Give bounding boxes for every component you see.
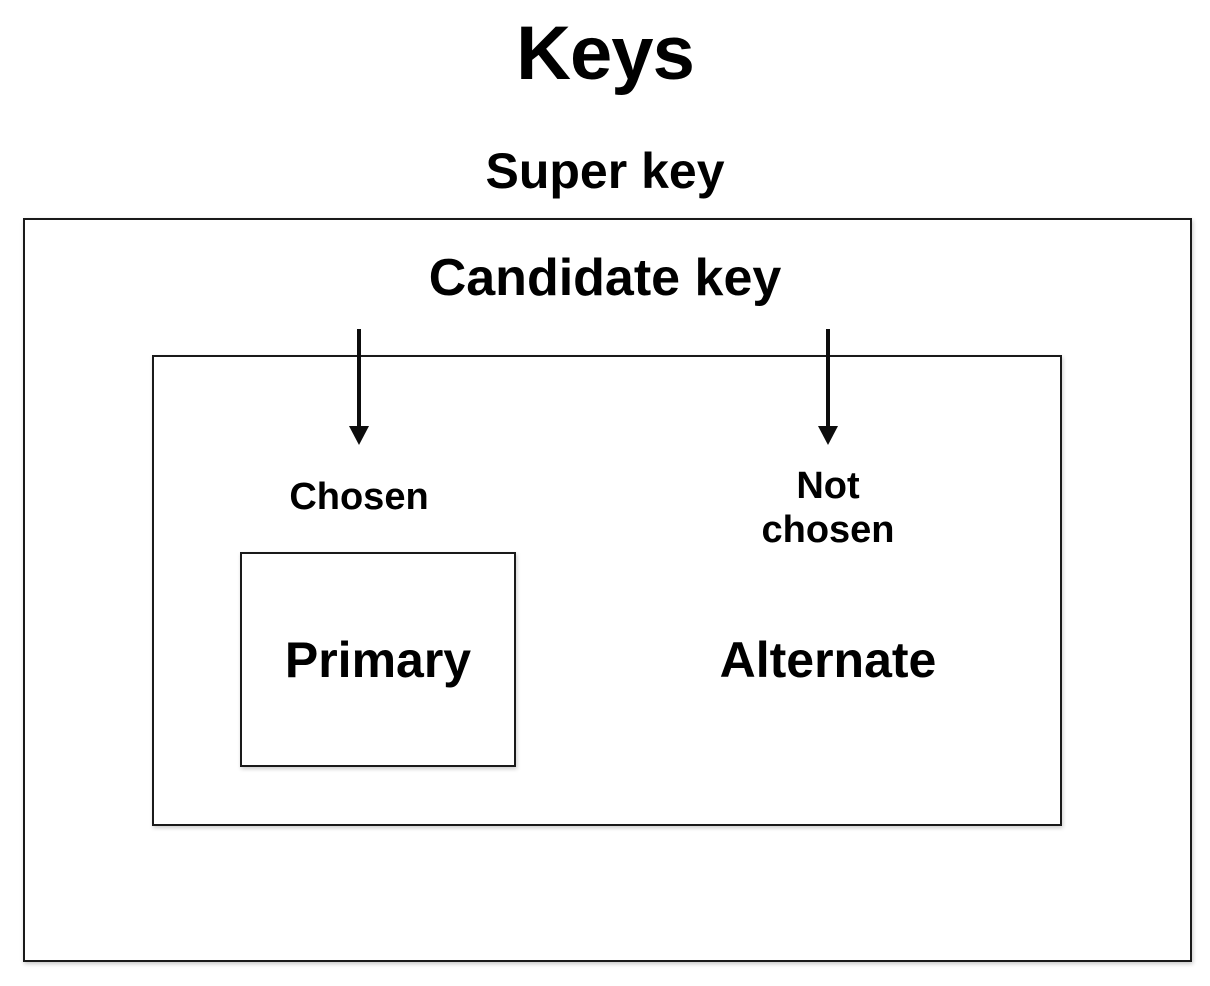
candidate-key-label: Candidate key bbox=[428, 249, 782, 307]
chosen-arrow-icon bbox=[349, 329, 369, 445]
super-key-label: Super key bbox=[485, 143, 725, 199]
chosen-label: Chosen bbox=[289, 476, 429, 518]
page-title: Keys bbox=[516, 11, 695, 96]
not-chosen-arrow-icon bbox=[818, 329, 838, 445]
primary-key-box: Primary bbox=[240, 552, 516, 767]
not-chosen-label: Not chosen bbox=[761, 465, 895, 552]
alternate-label: Alternate bbox=[719, 632, 937, 688]
primary-label: Primary bbox=[284, 631, 472, 688]
